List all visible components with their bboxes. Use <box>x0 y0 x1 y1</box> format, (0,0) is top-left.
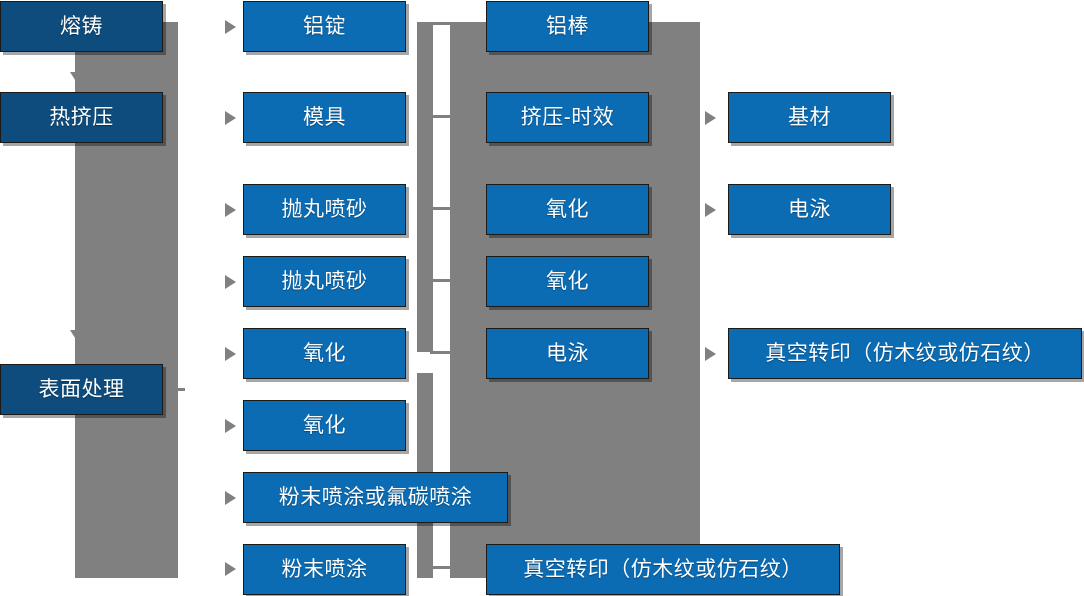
node-shot-blasting-1-label: 抛丸喷砂 <box>281 197 368 221</box>
node-shot-blasting-1[interactable]: 抛丸喷砂 <box>243 184 406 235</box>
node-electrophoresis-1-label: 电泳 <box>546 341 589 365</box>
stage-surface-treatment-label: 表面处理 <box>38 377 125 401</box>
node-electrophoresis-2[interactable]: 电泳 <box>728 184 891 235</box>
node-powder-coating-label: 粉末喷涂 <box>281 557 368 581</box>
node-oxidation-4[interactable]: 氧化 <box>486 256 649 307</box>
tie-row2 <box>430 115 454 118</box>
arrow-to-base-material <box>705 111 716 125</box>
node-shot-blasting-2-label: 抛丸喷砂 <box>281 269 368 293</box>
node-vacuum-transfer-printing-2[interactable]: 真空转印（仿木纹或仿石纹） <box>728 328 1082 379</box>
node-oxidation-3[interactable]: 氧化 <box>486 184 649 235</box>
stage-surface-treatment[interactable]: 表面处理 <box>0 364 163 415</box>
node-powder-or-fluorocarbon-label: 粉末喷涂或氟碳喷涂 <box>278 485 473 509</box>
arrow-to-vacuum-transfer-printing-2 <box>705 347 716 361</box>
arrow-to-oxidation-2 <box>225 419 236 433</box>
tie-row5 <box>430 351 454 354</box>
tie-row3 <box>430 207 454 210</box>
node-electrophoresis-2-label: 电泳 <box>788 197 831 221</box>
arrow-to-powder-coating <box>225 562 236 576</box>
node-vacuum-transfer-printing-1-label: 真空转印（仿木纹或仿石纹） <box>523 557 803 581</box>
node-oxidation-2[interactable]: 氧化 <box>243 400 406 451</box>
stage-casting[interactable]: 熔铸 <box>0 1 163 52</box>
node-oxidation-3-label: 氧化 <box>546 197 589 221</box>
node-oxidation-4-label: 氧化 <box>546 269 589 293</box>
node-vacuum-transfer-printing-1[interactable]: 真空转印（仿木纹或仿石纹） <box>486 544 840 595</box>
node-aluminum-ingot[interactable]: 铝锭 <box>243 1 406 52</box>
stem-surface-treatment <box>163 388 185 391</box>
arrow-to-shot-blasting-1 <box>225 203 236 217</box>
arrow-to-mold <box>225 111 236 125</box>
tie-row1 <box>430 22 454 25</box>
node-aluminum-bar-label: 铝棒 <box>546 14 589 38</box>
arrow-to-powder-or-fluorocarbon <box>225 491 236 505</box>
node-aluminum-bar[interactable]: 铝棒 <box>486 1 649 52</box>
stage-hot-extrusion[interactable]: 热挤压 <box>0 92 163 143</box>
node-vacuum-transfer-printing-2-label: 真空转印（仿木纹或仿石纹） <box>765 341 1045 365</box>
node-aluminum-ingot-label: 铝锭 <box>303 14 346 38</box>
connector-bar-middle-narrow <box>417 22 433 352</box>
node-powder-or-fluorocarbon[interactable]: 粉末喷涂或氟碳喷涂 <box>243 472 508 523</box>
node-oxidation-1[interactable]: 氧化 <box>243 328 406 379</box>
node-base-material-label: 基材 <box>788 105 831 129</box>
arrow-down-casting-to-extrusion <box>70 72 84 83</box>
arrow-to-electrophoresis-2 <box>705 203 716 217</box>
node-extrusion-aging-label: 挤压-时效 <box>520 105 615 129</box>
node-powder-coating[interactable]: 粉末喷涂 <box>243 544 406 595</box>
node-oxidation-2-label: 氧化 <box>303 413 346 437</box>
arrow-down-extrusion-to-surface <box>70 330 84 341</box>
stage-casting-label: 熔铸 <box>60 14 103 38</box>
node-electrophoresis-1[interactable]: 电泳 <box>486 328 649 379</box>
tie-row8 <box>430 566 454 569</box>
node-base-material[interactable]: 基材 <box>728 92 891 143</box>
stage-hot-extrusion-label: 热挤压 <box>49 105 114 129</box>
tie-row4 <box>430 279 454 282</box>
arrow-to-aluminum-ingot <box>225 20 236 34</box>
node-mold-label: 模具 <box>303 105 346 129</box>
node-oxidation-1-label: 氧化 <box>303 341 346 365</box>
arrow-to-oxidation-1 <box>225 347 236 361</box>
node-shot-blasting-2[interactable]: 抛丸喷砂 <box>243 256 406 307</box>
arrow-to-shot-blasting-2 <box>225 275 236 289</box>
node-extrusion-aging[interactable]: 挤压-时效 <box>486 92 649 143</box>
node-mold[interactable]: 模具 <box>243 92 406 143</box>
